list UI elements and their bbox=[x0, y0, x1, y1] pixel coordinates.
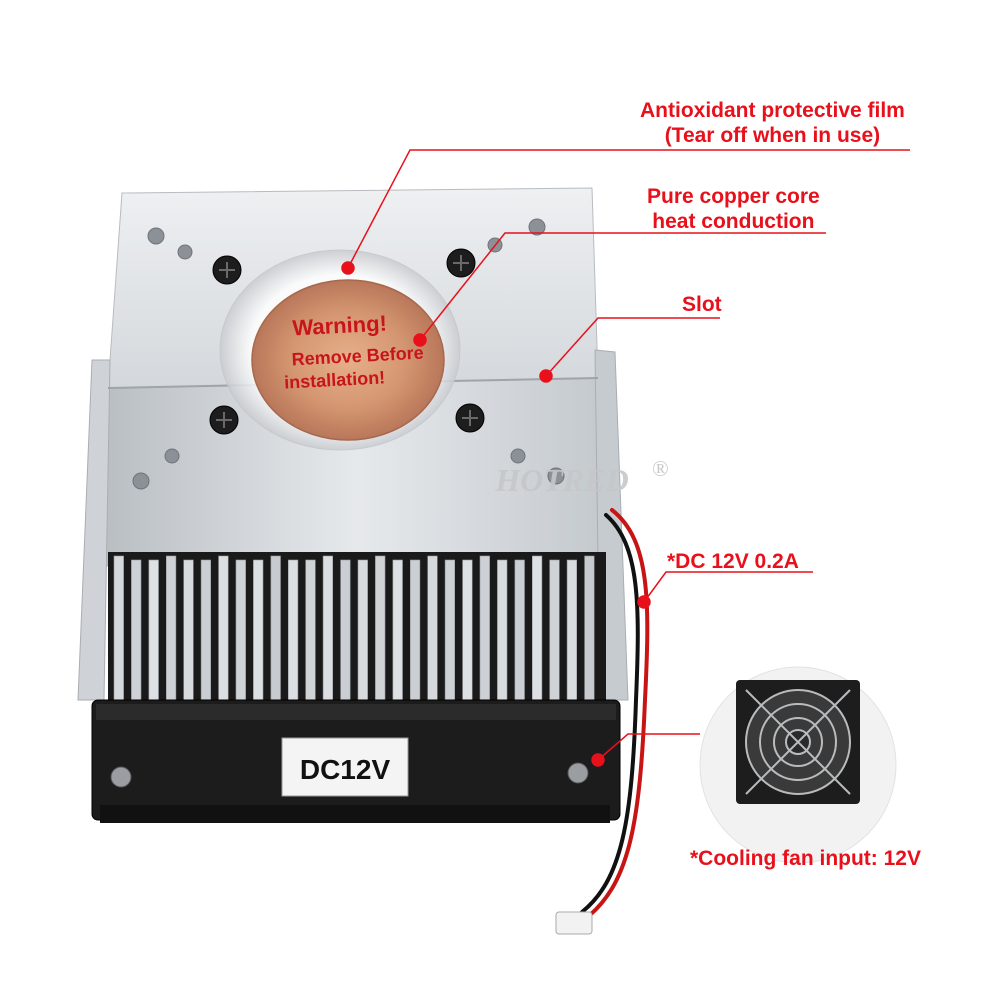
callout-film: Antioxidant protective film (Tear off wh… bbox=[640, 98, 905, 148]
fin bbox=[497, 559, 508, 707]
watermark-text: HOTRED bbox=[494, 462, 628, 498]
fin bbox=[148, 559, 159, 707]
callout-copper-line-2: heat conduction bbox=[652, 210, 815, 233]
fin bbox=[287, 559, 299, 707]
copper-core: Warning! Remove Before installation! bbox=[251, 279, 445, 441]
callout-copper-line-1: Pure copper core bbox=[647, 185, 820, 208]
fin bbox=[444, 559, 456, 705]
fin bbox=[200, 559, 212, 709]
fin bbox=[514, 559, 525, 705]
callout-slot: Slot bbox=[682, 293, 722, 316]
fin bbox=[183, 559, 194, 711]
cooling-fan: DC12V bbox=[91, 699, 621, 823]
watermark-mark: ® bbox=[652, 456, 669, 481]
fin-gaps bbox=[108, 552, 606, 704]
fin bbox=[392, 559, 403, 711]
fin bbox=[166, 555, 177, 701]
cooling-fins bbox=[108, 552, 606, 711]
power-cable bbox=[555, 508, 650, 935]
sticker-line-1: Warning! bbox=[292, 311, 388, 341]
fin bbox=[357, 559, 368, 707]
fin bbox=[322, 555, 334, 707]
fin bbox=[566, 559, 577, 707]
callout-power: *DC 12V 0.2A bbox=[667, 550, 799, 573]
fin bbox=[427, 555, 438, 703]
fin bbox=[235, 559, 246, 705]
fin bbox=[409, 559, 421, 709]
callout-film-line-1: Antioxidant protective film bbox=[640, 99, 905, 122]
mounting-screws bbox=[209, 248, 485, 435]
fin bbox=[218, 555, 229, 703]
fin bbox=[131, 559, 142, 709]
fin bbox=[375, 555, 386, 701]
fan-inset-photo bbox=[699, 666, 897, 864]
fin bbox=[270, 555, 281, 705]
fan-label: DC12V bbox=[300, 754, 391, 785]
callout-fan-input: *Cooling fan input: 12V bbox=[690, 847, 921, 870]
fin bbox=[305, 559, 316, 705]
fin bbox=[531, 555, 543, 707]
fin bbox=[549, 559, 560, 709]
callout-copper: Pure copper core heat conduction bbox=[647, 184, 820, 234]
fin bbox=[462, 559, 473, 711]
fin bbox=[253, 559, 264, 711]
callout-leaders bbox=[341, 149, 910, 767]
fin bbox=[479, 555, 490, 705]
watermark: HOTRED ® bbox=[494, 456, 668, 498]
fin bbox=[113, 555, 124, 707]
callout-film-line-2: (Tear off when in use) bbox=[664, 124, 881, 147]
fin bbox=[584, 555, 595, 701]
fin bbox=[340, 559, 351, 709]
